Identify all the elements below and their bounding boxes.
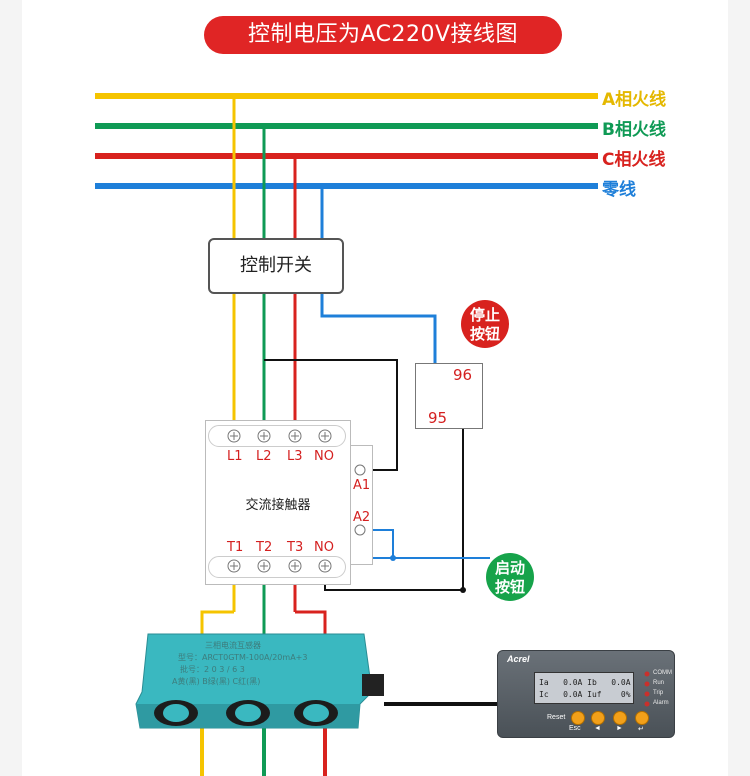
right-key-label: ► [616, 725, 623, 732]
terminal-95: 95 [428, 409, 448, 427]
meter-lcd: Ia 0.0A Ib 0.0A Ic 0.0A Iuf 0% [534, 672, 634, 704]
led-comm [644, 671, 650, 677]
ct-hole-a-inner [163, 704, 189, 722]
right-gutter [728, 0, 750, 776]
led-alarm [644, 701, 650, 707]
reset-key-label: Reset [547, 714, 566, 721]
lcd-row-1: Ia 0.0A Ib 0.0A [539, 678, 631, 687]
start-label-2: 按钮 [494, 578, 525, 596]
terminal-a2: A2 [353, 510, 371, 525]
control-wire-l2-a1 [264, 359, 398, 471]
ct-label-1: 三相电流互感器 [205, 641, 261, 650]
c-out-bend [295, 610, 327, 640]
stop-label-2: 按钮 [469, 325, 500, 343]
terminal-no-top: NO [314, 449, 334, 464]
ct-hole-b-inner [235, 704, 261, 722]
left-gutter [0, 0, 22, 776]
left-key-label: ◄ [594, 725, 601, 732]
led-run [644, 681, 650, 687]
neutral-label: 零线 [602, 180, 636, 200]
left-key[interactable] [591, 711, 605, 725]
reset-key[interactable] [571, 711, 585, 725]
control-switch: 控制开关 [208, 238, 344, 294]
bottom-terminal-strip [208, 556, 346, 578]
terminal-96: 96 [453, 366, 473, 384]
terminal-l3: L3 [287, 449, 303, 464]
diagram-title: 控制电压为AC220V接线图 [204, 16, 562, 54]
led-label-run: Run [653, 680, 665, 686]
contactor-name: 交流接触器 [245, 498, 311, 513]
a-out-bend [200, 610, 234, 640]
terminal-t3: T3 [287, 540, 304, 555]
start-label-1: 启动 [494, 559, 525, 577]
ct-hole-c-inner [303, 704, 329, 722]
start-button-bubble: 启动 按钮 [486, 553, 534, 601]
right-key[interactable] [613, 711, 627, 725]
neutral-to-stop [320, 292, 437, 385]
ct-tab-right [362, 674, 384, 696]
esc-key-label: Esc [569, 725, 581, 732]
ct-label-2: 型号：ARCT0GTM-100A/20mA+3 [178, 653, 308, 662]
junction-black [460, 587, 466, 593]
stop-button-bubble: 停止 按钮 [461, 300, 509, 348]
c-phase-label: C相火线 [602, 150, 666, 170]
ct-label-4: A黄(黑) B绿(黑) C红(黑) [172, 677, 261, 686]
terminal-t2: T2 [256, 540, 273, 555]
led-label-trip: Trip [653, 690, 664, 696]
led-label-alarm: Alarm [653, 700, 669, 706]
ct-label-3: 批号：2 0 3 / 6 3 [180, 665, 245, 674]
stop-button-box [415, 363, 483, 429]
led-label-comm: COMM [653, 670, 672, 676]
screw-a1 [354, 464, 366, 476]
terminal-l1: L1 [227, 449, 243, 464]
b-phase-label: B相火线 [602, 120, 666, 140]
terminal-no-bottom: NO [314, 540, 334, 555]
contactor-coil-side [351, 445, 373, 565]
lcd-row-2: Ic 0.0A Iuf 0% [539, 690, 631, 699]
junction-blue [390, 555, 396, 561]
a-phase-label: A相火线 [602, 90, 667, 110]
enter-key-label: ↵ [638, 726, 644, 733]
enter-key[interactable] [635, 711, 649, 725]
terminal-a1: A1 [353, 478, 371, 493]
led-trip [644, 691, 650, 697]
meter-brand: Acrel [507, 654, 530, 664]
terminal-l2: L2 [256, 449, 272, 464]
stop-label-1: 停止 [469, 306, 500, 324]
screw-a2 [354, 524, 366, 536]
top-terminal-strip [208, 425, 346, 447]
terminal-t1: T1 [227, 540, 244, 555]
